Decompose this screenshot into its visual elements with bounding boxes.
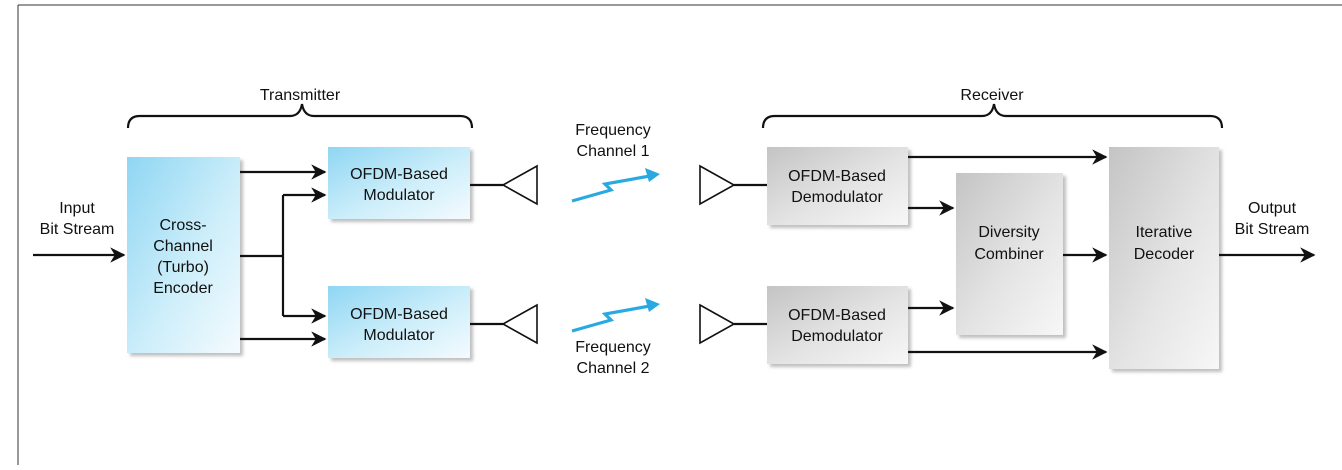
modulator-bottom-block: OFDM-Based Modulator (328, 286, 470, 358)
tx-antenna-top-icon (470, 164, 538, 206)
transmitter-label: Transmitter (260, 87, 341, 104)
channel2-label-line1: Frequency (575, 339, 651, 356)
diversity-combiner-block: Diversity Combiner (956, 173, 1063, 335)
combiner-label-line1: Diversity (978, 224, 1039, 241)
demodulator-top-line2: Demodulator (791, 189, 883, 206)
encoder-label-line2: Channel (153, 238, 213, 255)
iterative-decoder-block: Iterative Decoder (1109, 147, 1219, 369)
encoder-label-line3: (Turbo) (157, 259, 209, 276)
decoder-label-line2: Decoder (1134, 246, 1195, 263)
receiver-brace (761, 103, 1224, 129)
output-label-line1: Output (1248, 200, 1297, 217)
rx-antenna-bottom-icon (699, 303, 767, 345)
modulator-top-line1: OFDM-Based (350, 166, 448, 183)
receiver-wires (908, 149, 1108, 360)
combiner-label-line2: Combiner (974, 246, 1044, 263)
demodulator-bottom-line1: OFDM-Based (788, 307, 886, 324)
input-label-line1: Input (59, 200, 95, 217)
input-label-line2: Bit Stream (40, 221, 115, 238)
encoder-to-modulator-wires (240, 164, 327, 347)
transmitter-brace (126, 103, 474, 129)
encoder-block: Cross- Channel (Turbo) Encoder (127, 157, 240, 353)
demodulator-top-line1: OFDM-Based (788, 168, 886, 185)
modulator-top-block: OFDM-Based Modulator (328, 147, 470, 219)
rx-antenna-top-icon (699, 164, 767, 206)
encoder-label-line4: Encoder (153, 280, 213, 297)
modulator-top-line2: Modulator (363, 187, 435, 204)
demodulator-top-block: OFDM-Based Demodulator (767, 147, 908, 225)
channel1-label-line2: Channel 1 (577, 143, 650, 160)
output-label-line2: Bit Stream (1235, 221, 1310, 238)
wireless-signal-bottom-icon (571, 298, 660, 333)
channel2-label-line2: Channel 2 (577, 360, 650, 377)
tx-antenna-bottom-icon (470, 303, 538, 345)
modulator-bottom-line1: OFDM-Based (350, 306, 448, 323)
wireless-signal-top-icon (571, 168, 660, 203)
encoder-label-line1: Cross- (159, 217, 206, 234)
channel1-label-line1: Frequency (575, 122, 651, 139)
decoder-label-line1: Iterative (1136, 224, 1193, 241)
receiver-label: Receiver (960, 87, 1024, 104)
demodulator-bottom-line2: Demodulator (791, 328, 883, 345)
demodulator-bottom-block: OFDM-Based Demodulator (767, 286, 908, 364)
modulator-bottom-line2: Modulator (363, 327, 435, 344)
